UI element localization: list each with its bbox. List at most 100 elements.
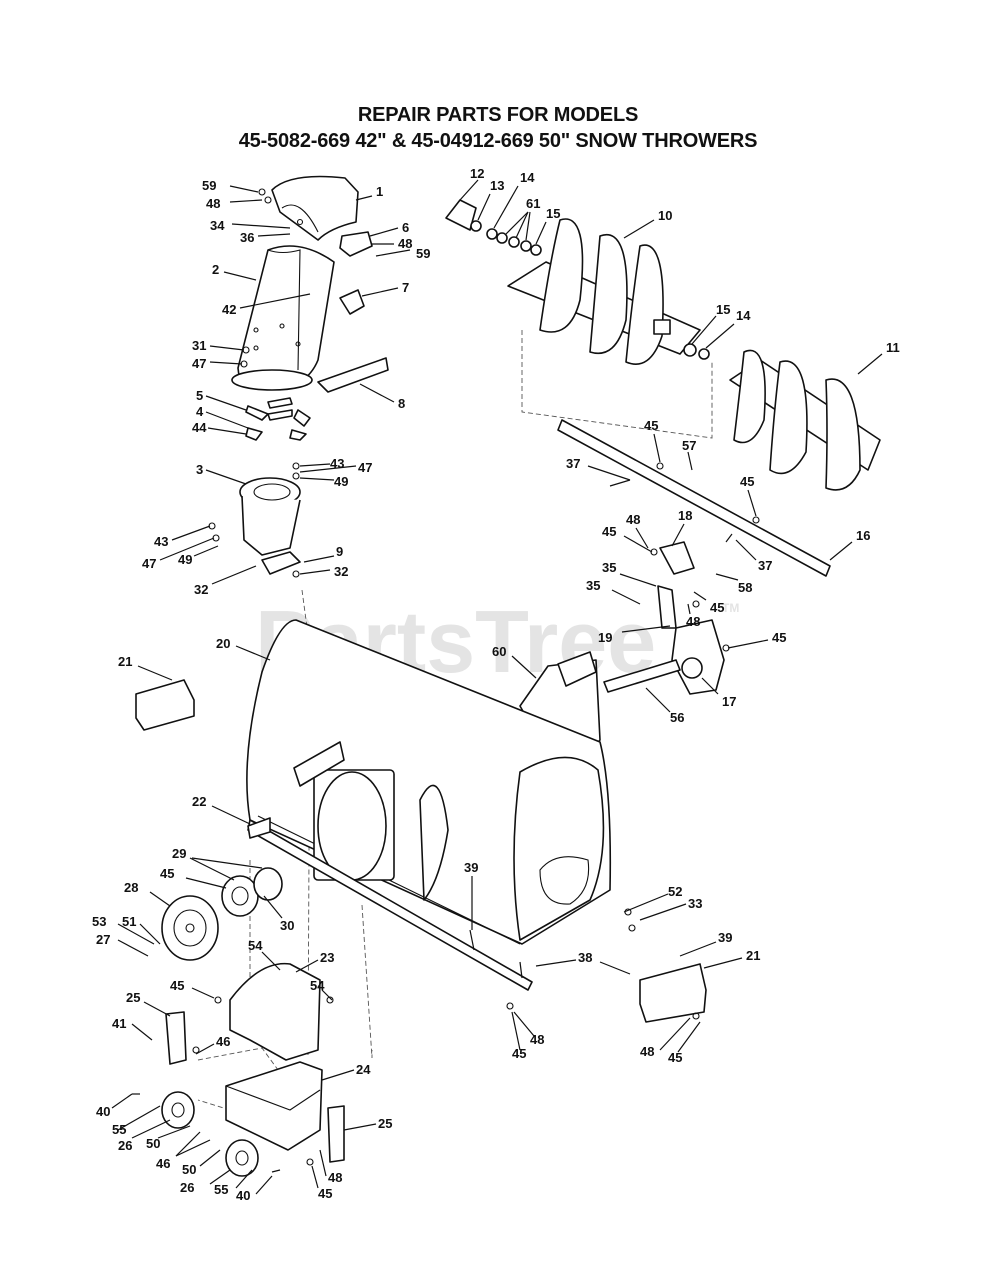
callout-14: 14	[736, 308, 751, 323]
chute-deflector-part	[271, 175, 359, 241]
callout-8: 8	[398, 396, 405, 411]
callout-35: 35	[586, 578, 600, 593]
callout-48: 48	[206, 196, 220, 211]
support-bracket-parts	[165, 1011, 345, 1163]
callout-26: 26	[180, 1180, 194, 1195]
callout-59: 59	[416, 246, 430, 261]
callout-32: 32	[334, 564, 348, 579]
callout-47: 47	[142, 556, 156, 571]
callout-9: 9	[336, 544, 343, 559]
callout-7: 7	[402, 280, 409, 295]
callout-35: 35	[602, 560, 616, 575]
callout-50: 50	[182, 1162, 196, 1177]
chute-plate-part	[317, 357, 389, 393]
diagram-title: REPAIR PARTS FOR MODELS	[357, 104, 639, 126]
callout-26: 26	[118, 1138, 132, 1153]
callout-48: 48	[398, 236, 412, 251]
callout-42: 42	[222, 302, 236, 317]
callout-13: 13	[490, 178, 504, 193]
callout-48: 48	[686, 614, 700, 629]
callout-17: 17	[722, 694, 736, 709]
callout-45: 45	[160, 866, 174, 881]
callout-50: 50	[146, 1136, 160, 1151]
drive-shaft-part	[557, 419, 831, 577]
callout-54: 54	[248, 938, 263, 953]
callout-47: 47	[192, 356, 206, 371]
callout-18: 18	[678, 508, 692, 523]
callout-40: 40	[236, 1188, 250, 1203]
callout-31: 31	[192, 338, 206, 353]
callout-41: 41	[112, 1016, 126, 1031]
callout-2: 2	[212, 262, 219, 277]
chute-shield-part	[261, 551, 301, 575]
callout-61: 61	[526, 196, 540, 211]
callout-45: 45	[772, 630, 786, 645]
idler-pulley-parts	[161, 1091, 259, 1177]
callout-38: 38	[578, 950, 592, 965]
callout-54: 54	[310, 978, 325, 993]
callout-56: 56	[670, 710, 684, 725]
callout-21: 21	[746, 948, 760, 963]
callout-46: 46	[216, 1034, 230, 1049]
callout-21: 21	[118, 654, 132, 669]
callout-27: 27	[96, 932, 110, 947]
callout-37: 37	[566, 456, 580, 471]
callout-34: 34	[210, 218, 225, 233]
callout-55: 55	[112, 1122, 126, 1137]
callout-48: 48	[640, 1044, 654, 1059]
callout-5: 5	[196, 388, 203, 403]
deflector-handle-part	[339, 231, 373, 315]
callout-48: 48	[626, 512, 640, 527]
callout-30: 30	[280, 918, 294, 933]
callout-14: 14	[520, 170, 535, 185]
callout-46: 46	[156, 1156, 170, 1171]
callout-43: 43	[154, 534, 168, 549]
callout-51: 51	[122, 914, 136, 929]
callout-45: 45	[318, 1186, 332, 1201]
callout-22: 22	[192, 794, 206, 809]
callout-45: 45	[644, 418, 658, 433]
callout-25: 25	[126, 990, 140, 1005]
chute-base-part	[239, 477, 301, 556]
callout-28: 28	[124, 880, 138, 895]
callout-52: 52	[668, 884, 682, 899]
callout-15: 15	[546, 206, 560, 221]
callout-10: 10	[658, 208, 672, 223]
callout-40: 40	[96, 1104, 110, 1119]
callout-44: 44	[192, 420, 207, 435]
auger-pulley-part	[161, 895, 219, 961]
callout-16: 16	[856, 528, 870, 543]
callout-24: 24	[356, 1062, 371, 1077]
diagram-subtitle: 45-5082-669 42" & 45-04912-669 50" SNOW …	[238, 130, 758, 152]
callout-23: 23	[320, 950, 334, 965]
belt-cover-part	[229, 962, 321, 1061]
callout-60: 60	[492, 644, 506, 659]
watermark-tm: TM	[722, 601, 739, 615]
callout-49: 49	[178, 552, 192, 567]
callout-1: 1	[376, 184, 383, 199]
callout-37: 37	[758, 558, 772, 573]
callout-45: 45	[668, 1050, 682, 1065]
skid-shoe-left-part	[135, 679, 195, 731]
bearing-plate-part	[221, 867, 283, 917]
callout-36: 36	[240, 230, 254, 245]
callout-labels: 59 1 48 34 36 6 48 59 2 42 7 31 47 8 5 4…	[92, 166, 900, 1203]
chute-keeper-parts	[245, 397, 311, 441]
callout-20: 20	[216, 636, 230, 651]
callout-39: 39	[718, 930, 732, 945]
gearbox-part	[603, 619, 725, 695]
callout-32: 32	[194, 582, 208, 597]
callout-33: 33	[688, 896, 702, 911]
callout-59: 59	[202, 178, 216, 193]
callout-48: 48	[328, 1170, 342, 1185]
discharge-chute-part	[231, 245, 335, 391]
callout-19: 19	[598, 630, 612, 645]
callout-45: 45	[170, 978, 184, 993]
callout-15: 15	[716, 302, 730, 317]
auger-housing-part	[246, 619, 612, 945]
callout-3: 3	[196, 462, 203, 477]
callout-29: 29	[172, 846, 186, 861]
callout-47: 47	[358, 460, 372, 475]
callout-4: 4	[196, 404, 204, 419]
